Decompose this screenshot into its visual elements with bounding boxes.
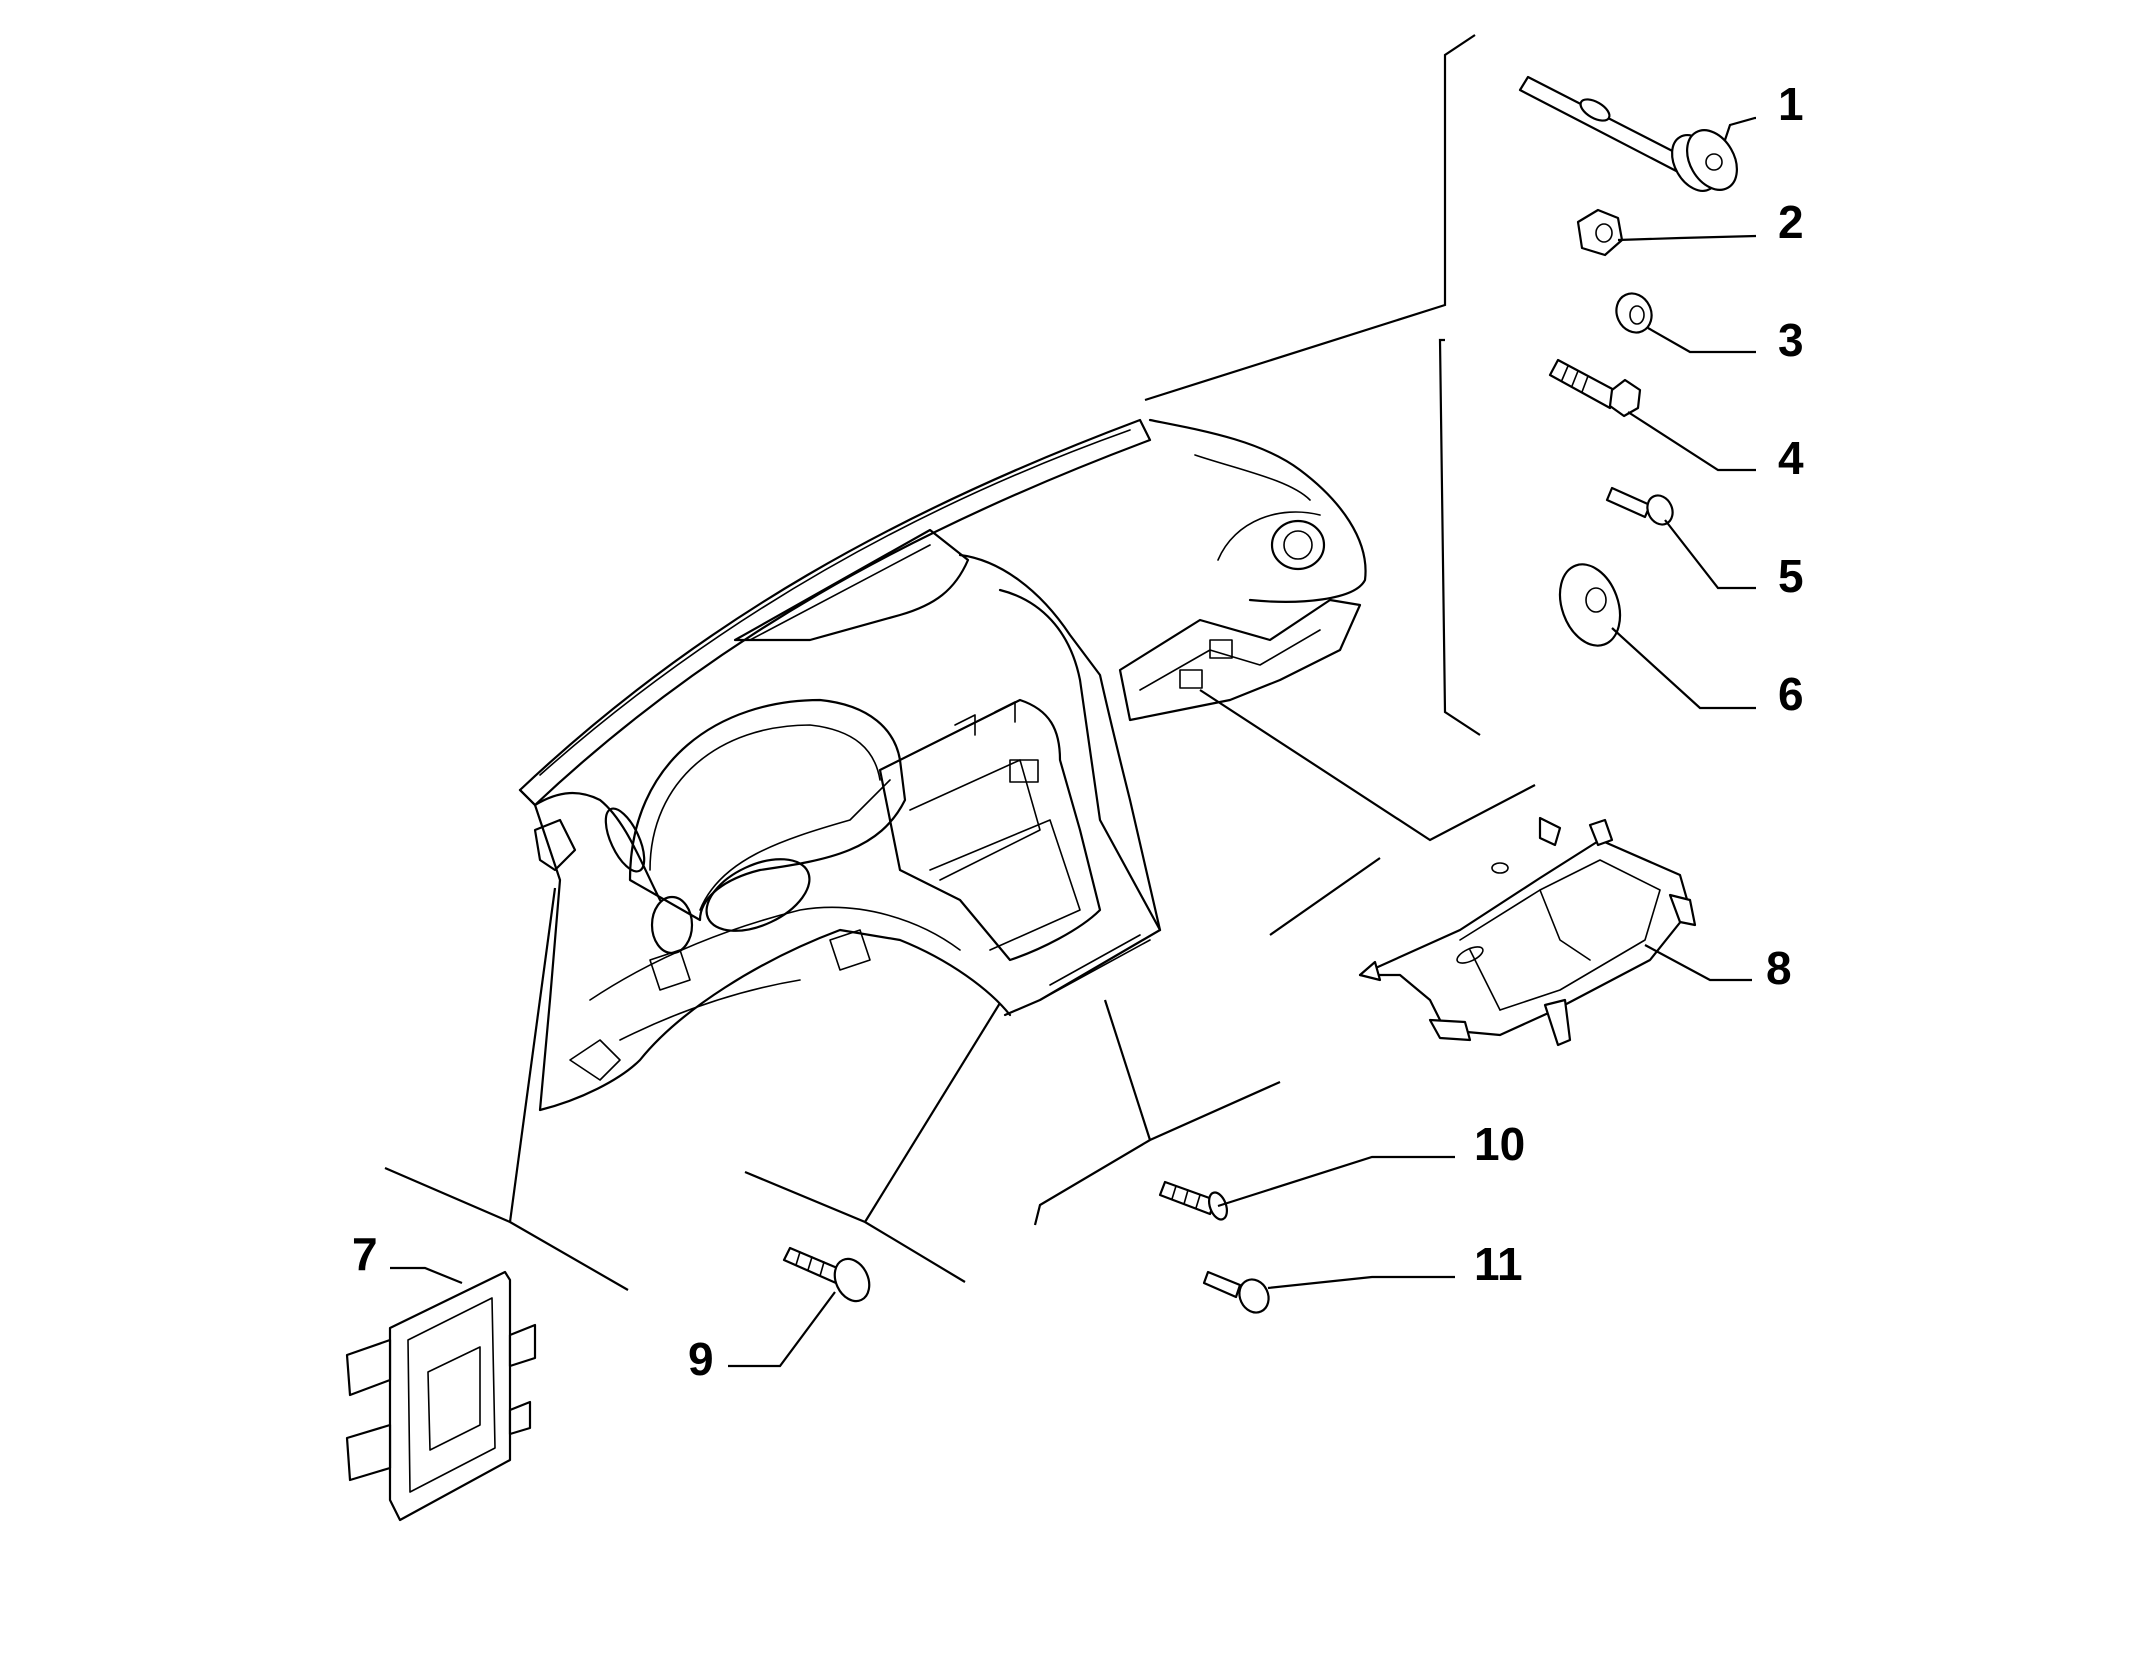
screw-part-9 <box>782 1246 871 1303</box>
callout-8: 8 <box>1766 942 1792 994</box>
group-brackets <box>384 34 1536 1291</box>
callout-labels: 1 2 3 4 5 6 7 8 9 10 11 <box>352 78 1804 1385</box>
callout-6: 6 <box>1778 668 1804 720</box>
support-bracket-part-8 <box>1358 816 1697 1047</box>
bracket-part-7 <box>345 1270 537 1522</box>
short-screw-part-5 <box>1605 486 1674 526</box>
dashboard-assembly <box>518 418 1367 1112</box>
callout-11: 11 <box>1474 1238 1523 1290</box>
screw-part-11 <box>1202 1270 1270 1314</box>
hex-nut-part-2 <box>1576 208 1624 257</box>
washer-part-3 <box>1615 292 1653 334</box>
callout-leaders <box>390 116 1757 1368</box>
hex-bolt-part-4 <box>1548 358 1642 418</box>
callout-3: 3 <box>1778 314 1804 366</box>
callout-2: 2 <box>1778 196 1804 248</box>
phillips-screw-part-10 <box>1158 1180 1229 1221</box>
callout-4: 4 <box>1778 432 1804 484</box>
callout-1: 1 <box>1778 78 1804 130</box>
flat-washer-part-6 <box>1558 563 1622 647</box>
callout-10: 10 <box>1474 1118 1525 1170</box>
callout-9: 9 <box>688 1333 714 1385</box>
callout-5: 5 <box>1778 550 1804 602</box>
bolt-with-washer-part-1 <box>1518 75 1738 192</box>
callout-7: 7 <box>352 1228 378 1280</box>
